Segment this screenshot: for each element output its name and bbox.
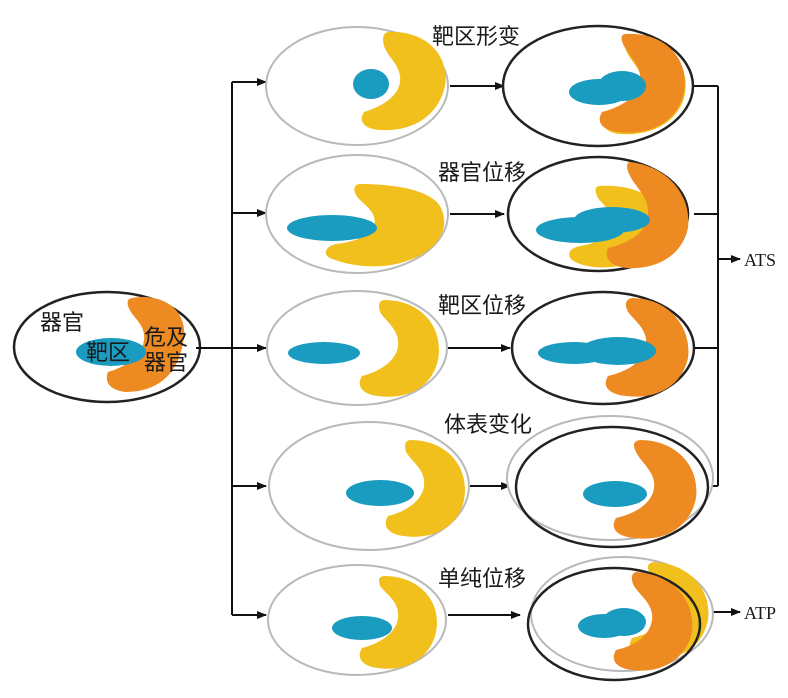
row-3-initial-oar bbox=[359, 300, 439, 397]
row-5-initial-oar bbox=[359, 576, 437, 669]
row-2-result-oar bbox=[606, 162, 689, 269]
branch-label-4: 体表变化 bbox=[444, 413, 532, 438]
source-oar-label-line2: 器官 bbox=[144, 351, 188, 376]
row-4-initial bbox=[268, 421, 470, 551]
row-2-result-target-b bbox=[574, 207, 650, 233]
row-2-initial-oar bbox=[325, 184, 445, 267]
branch-label-1: 靶区形变 bbox=[432, 25, 520, 50]
row-3-initial bbox=[266, 290, 448, 406]
branch-label-2: 器官位移 bbox=[438, 161, 526, 186]
source-target-label: 靶区 bbox=[86, 341, 130, 366]
row-1-result-target-b bbox=[598, 71, 646, 101]
source-ellipse-group bbox=[12, 290, 202, 404]
row-4-result-ellipse bbox=[514, 425, 710, 549]
row-5-result bbox=[526, 556, 714, 682]
row-4-initial-target bbox=[346, 480, 414, 506]
branch-label-3: 靶区位移 bbox=[438, 294, 526, 319]
output-label-atp: ATP bbox=[744, 603, 776, 623]
row-5-result-ellipse bbox=[526, 566, 702, 682]
source-organ-label: 器官 bbox=[40, 311, 84, 336]
row-2-initial-target bbox=[287, 215, 377, 241]
row-2-initial bbox=[265, 154, 449, 274]
row-5-initial-target bbox=[332, 616, 392, 640]
row-4-result bbox=[506, 415, 714, 549]
source-oar-shape bbox=[106, 297, 185, 392]
row-3-result-target-b bbox=[580, 337, 656, 365]
row-1-initial-oar bbox=[361, 31, 446, 131]
source-oar-label-line1: 危及 bbox=[144, 326, 188, 351]
row-3-initial-target bbox=[288, 342, 360, 364]
row-1-initial bbox=[265, 26, 449, 146]
row-2-result bbox=[506, 155, 690, 273]
output-label-ats: ATS bbox=[744, 250, 776, 270]
row-5-initial bbox=[267, 564, 447, 676]
row-1-result bbox=[501, 24, 695, 148]
source-target-shape bbox=[76, 338, 146, 366]
row-3-result bbox=[510, 290, 696, 406]
row-4-result-oar bbox=[613, 440, 697, 539]
row-4-result-target bbox=[583, 481, 647, 507]
row-1-initial-target bbox=[353, 69, 389, 99]
branch-label-5: 单纯位移 bbox=[438, 567, 526, 592]
connectors bbox=[196, 78, 741, 619]
row-4-initial-oar bbox=[385, 440, 465, 537]
row-5-result-target-b bbox=[602, 608, 646, 636]
row-5-result-oar bbox=[613, 572, 693, 671]
